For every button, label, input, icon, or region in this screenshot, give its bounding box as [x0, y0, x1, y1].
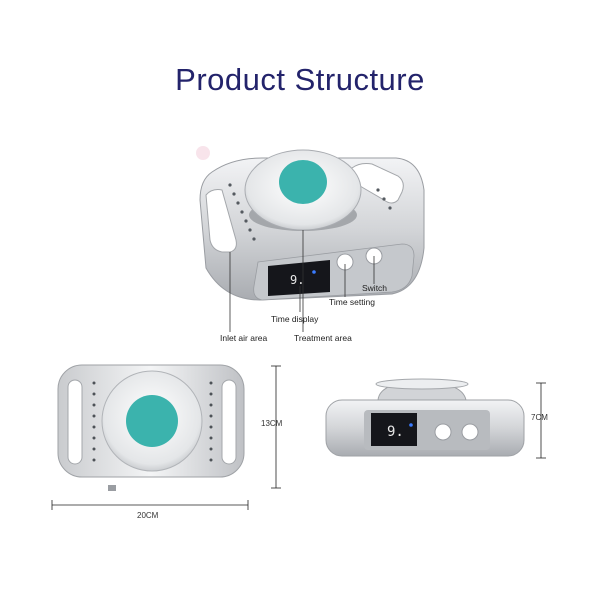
label-time-display: Time display [271, 314, 319, 324]
label-treatment-area: Treatment area [294, 333, 352, 343]
dimension-depth: 7CM [531, 413, 548, 422]
page-title: Product Structure [175, 62, 425, 97]
label-time-setting: Time setting [329, 297, 375, 307]
label-switch: Switch [362, 283, 388, 293]
side-display-digit: 9. [387, 424, 404, 440]
dimension-height: 13CM [261, 419, 283, 428]
treatment-pad-top [126, 395, 178, 447]
indicator-dot-icon [312, 270, 316, 274]
callout-lines [229, 230, 375, 332]
side-time-button[interactable] [434, 423, 452, 441]
label-inlet-air-area: Inlet air area [220, 333, 268, 343]
device-side-view: 9. [325, 378, 525, 457]
dimension-width: 20CM [137, 511, 159, 520]
top-display-digit: 9. [290, 273, 304, 287]
dimension-lines [51, 365, 546, 510]
side-switch-button[interactable] [461, 423, 479, 441]
device-top-view [57, 364, 245, 491]
treatment-pad [279, 160, 327, 204]
